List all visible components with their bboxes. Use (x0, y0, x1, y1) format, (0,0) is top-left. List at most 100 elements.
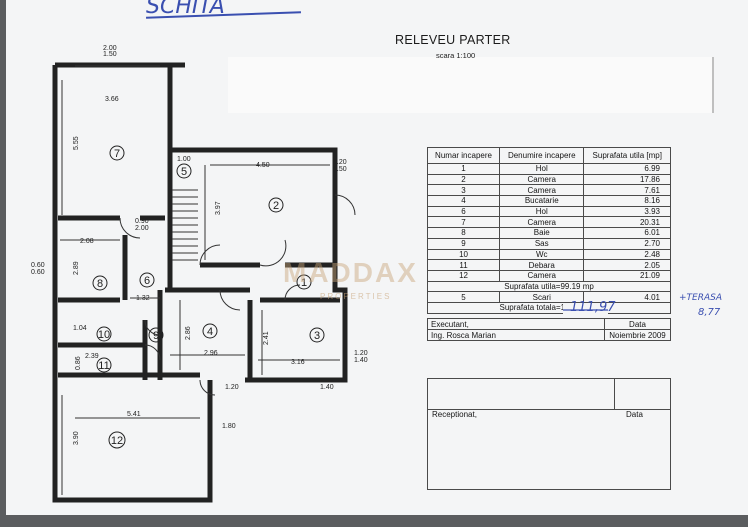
cell: 2 (426, 173, 501, 186)
receptionat-label: Receptionat, (432, 410, 477, 419)
cell: 4 (426, 195, 501, 207)
room-number: 3 (314, 330, 320, 342)
room-marker (309, 327, 325, 343)
dim-label: 1.80 (222, 423, 236, 430)
room-marker (109, 145, 125, 161)
dim-label: 1.40 (320, 384, 334, 391)
strikethrough (563, 303, 608, 315)
room-marker (296, 274, 312, 290)
dim-label: 0.86 (75, 356, 82, 370)
dimension-lines (60, 65, 340, 495)
tape-strip (228, 57, 714, 113)
table-row: Suprafata utila=99.19 mp (427, 280, 671, 293)
dim-label: 2.39 (85, 353, 99, 360)
dim-label: 2.86 (185, 326, 192, 340)
cell: Baie (499, 227, 585, 239)
signature-table: Executant, Data Ing. Rosca Marian Noiemb… (427, 318, 671, 341)
dim-label: 2.08 (80, 238, 94, 245)
handwritten-terasa-value: 8,77 (698, 307, 721, 318)
cell: Wc (499, 248, 585, 261)
room-marker (92, 275, 108, 291)
handwritten-total: 111,97 (570, 300, 616, 315)
executant-label: Executant, (427, 318, 605, 330)
room-marker (96, 357, 112, 373)
dim-label: 1.00 (177, 156, 191, 163)
dim-label: 0.60 (31, 262, 45, 269)
dim-label: 1.20 (225, 384, 239, 391)
dim-label: 2.41 (263, 331, 270, 345)
dim-label: 1.20 (354, 350, 368, 357)
dim-label: 0.90 (135, 218, 149, 225)
cell: 8.16 (583, 195, 671, 207)
dim-label: 2.00 (103, 45, 117, 52)
scale-note: scara 1:100 (436, 51, 476, 60)
dim-label: 2.89 (73, 261, 80, 275)
cell: 21.09 (583, 269, 671, 282)
cell: 10 (426, 248, 501, 261)
cell: Camera (499, 269, 585, 282)
room-marker (148, 327, 164, 343)
suprafata-totala: Suprafata totala=103.20 mp (427, 301, 671, 314)
table-row: Ing. Rosca Marian Noiembrie 2009 (427, 329, 671, 341)
table-header-row: Numar incapere Denumire incapere Suprafa… (426, 147, 671, 164)
room-table: Numar incapere Denumire incapere Suprafa… (426, 147, 671, 314)
cell: Camera (499, 173, 585, 186)
receptionat-date-label: Data (626, 410, 643, 419)
handwritten-title: SCHITA (146, 0, 225, 19)
dim-label: 1.50 (103, 51, 117, 58)
dim-label: 2.96 (204, 350, 218, 357)
table-row: Suprafata totala=103.20 mp (427, 301, 671, 314)
room-marker (96, 326, 112, 342)
cell: 20.31 (583, 216, 671, 229)
receptionat-box: Receptionat, Data (427, 378, 671, 490)
dim-label: 1.32 (136, 295, 150, 302)
dim-label: 0.60 (31, 269, 45, 276)
handwritten-terasa: +TERASA (679, 293, 723, 303)
room-marker (176, 163, 192, 179)
executant-date: Noiembrie 2009 (604, 329, 671, 341)
col-header: Denumire incapere (499, 147, 585, 164)
cell: 8 (426, 227, 501, 239)
cell: 4.01 (583, 291, 671, 303)
cell: Camera (499, 216, 585, 229)
dim-label: 3.16 (291, 359, 305, 366)
cell: Bucatarie (499, 195, 585, 207)
room-number: 2 (273, 200, 279, 212)
cell: 3 (426, 184, 501, 197)
cell: Camera (499, 184, 585, 197)
box-line (428, 409, 670, 410)
room-number: 9 (153, 330, 159, 342)
room-number: 1 (301, 277, 307, 289)
watermark-logo: MADDAX (283, 257, 418, 288)
dim-label: 4.50 (256, 162, 270, 169)
cell: Hol (499, 205, 585, 218)
cell: 2.48 (583, 248, 671, 261)
cell: 9 (426, 237, 501, 250)
dim-label: 1.04 (73, 325, 87, 332)
dim-label: 1.50 (333, 166, 347, 173)
door-arc (119, 194, 356, 396)
cell: Hol (499, 163, 585, 175)
executant-date-label: Data (604, 318, 671, 330)
executant-name: Ing. Rosca Marian (427, 329, 605, 341)
stairs (172, 189, 198, 261)
table-row: Executant, Data (427, 318, 671, 330)
cell: 3.93 (583, 205, 671, 218)
page-title: RELEVEU PARTER (395, 33, 511, 47)
col-header: Suprafata utila [mp] (583, 147, 671, 164)
room-marker (139, 272, 155, 288)
box-divider (614, 379, 615, 409)
room-number: 11 (98, 360, 109, 372)
cell: 11 (426, 259, 501, 271)
dim-label: 3.90 (73, 431, 80, 445)
cell: 2.05 (583, 259, 671, 271)
cell: 2.70 (583, 237, 671, 250)
